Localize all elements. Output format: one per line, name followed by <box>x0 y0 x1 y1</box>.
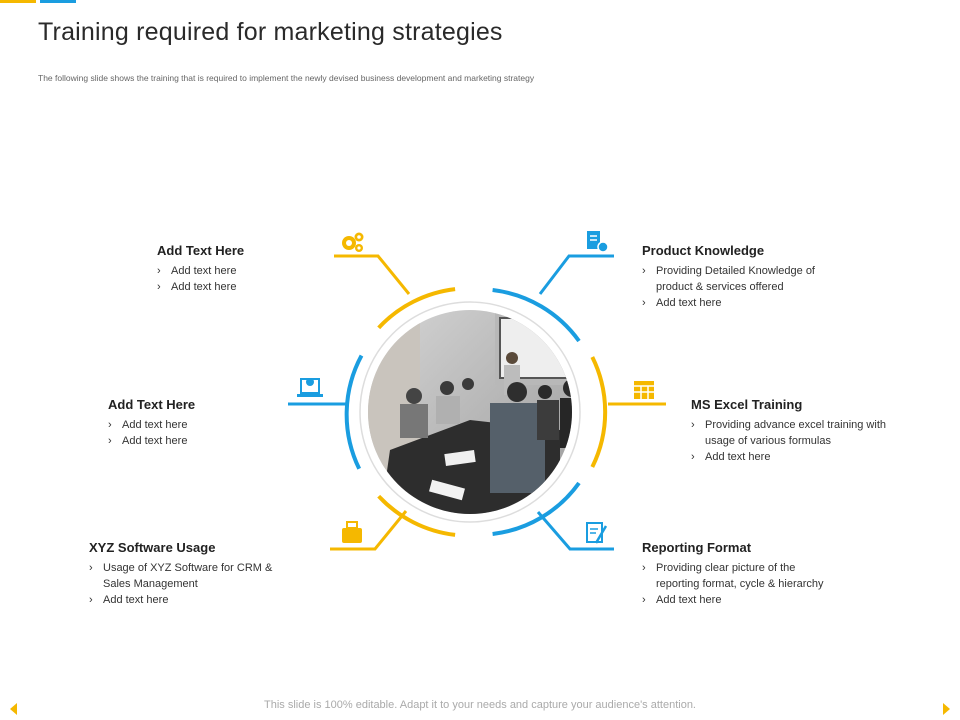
report-pen-icon <box>586 522 608 544</box>
block-bullet: Add text here <box>642 295 882 311</box>
block-bottom-left: XYZ Software Usage Usage of XYZ Software… <box>89 540 309 608</box>
arc-right <box>590 356 608 468</box>
block-title: MS Excel Training <box>691 397 803 412</box>
previous-slide-arrow-icon[interactable] <box>10 703 17 715</box>
spreadsheet-icon <box>634 381 654 399</box>
block-top-right: Product Knowledge Providing Detailed Kno… <box>642 243 882 311</box>
arc-top-right <box>492 288 581 343</box>
top-accent-blue <box>40 0 76 3</box>
arc-bottom-left <box>377 494 456 537</box>
page-subtitle: The following slide shows the training t… <box>38 73 535 83</box>
document-gear-icon <box>587 231 609 253</box>
block-title: Add Text Here <box>108 397 196 412</box>
block-title: Reporting Format <box>642 540 752 555</box>
footer-note: This slide is 100% editable. Adapt it to… <box>264 699 696 711</box>
gears-icon <box>342 232 364 252</box>
block-bullet: Add text here <box>157 279 337 295</box>
block-bullet: Add text here <box>642 592 882 608</box>
block-bullet: Providing clear picture of the reporting… <box>642 560 882 592</box>
block-top-left: Add Text Here Add text here Add text her… <box>157 243 337 295</box>
next-slide-arrow-icon[interactable] <box>943 703 950 715</box>
photo-frame-ring <box>359 301 581 523</box>
page-title: Training required for marketing strategi… <box>38 18 503 46</box>
block-bullet: Providing Detailed Knowledge of product … <box>642 263 882 295</box>
block-bullet: Add text here <box>108 417 288 433</box>
connector-bottom-right <box>536 511 614 551</box>
block-bullet: Add text here <box>691 449 931 465</box>
block-bullet: Providing advance excel training with us… <box>691 417 931 449</box>
briefcase-icon <box>342 521 362 543</box>
connector-top-left <box>334 254 411 295</box>
block-bottom-right: Reporting Format Providing clear picture… <box>642 540 882 608</box>
arc-top-left <box>377 287 456 330</box>
block-title: XYZ Software Usage <box>89 540 216 555</box>
block-bullet: Usage of XYZ Software for CRM & Sales Ma… <box>89 560 309 592</box>
laptop-gear-icon <box>297 378 323 397</box>
block-bullet: Add text here <box>89 592 309 608</box>
block-bullet: Add text here <box>108 433 288 449</box>
connector-bottom-left <box>330 510 408 551</box>
arc-left <box>344 354 364 470</box>
block-right: MS Excel Training Providing advance exce… <box>691 397 931 465</box>
top-accent-yellow <box>0 0 36 3</box>
block-title: Product Knowledge <box>642 243 765 258</box>
block-title: Add Text Here <box>157 243 245 258</box>
connector-top-right <box>538 254 614 295</box>
block-left: Add Text Here Add text here Add text her… <box>108 397 288 449</box>
block-bullet: Add text here <box>157 263 337 279</box>
